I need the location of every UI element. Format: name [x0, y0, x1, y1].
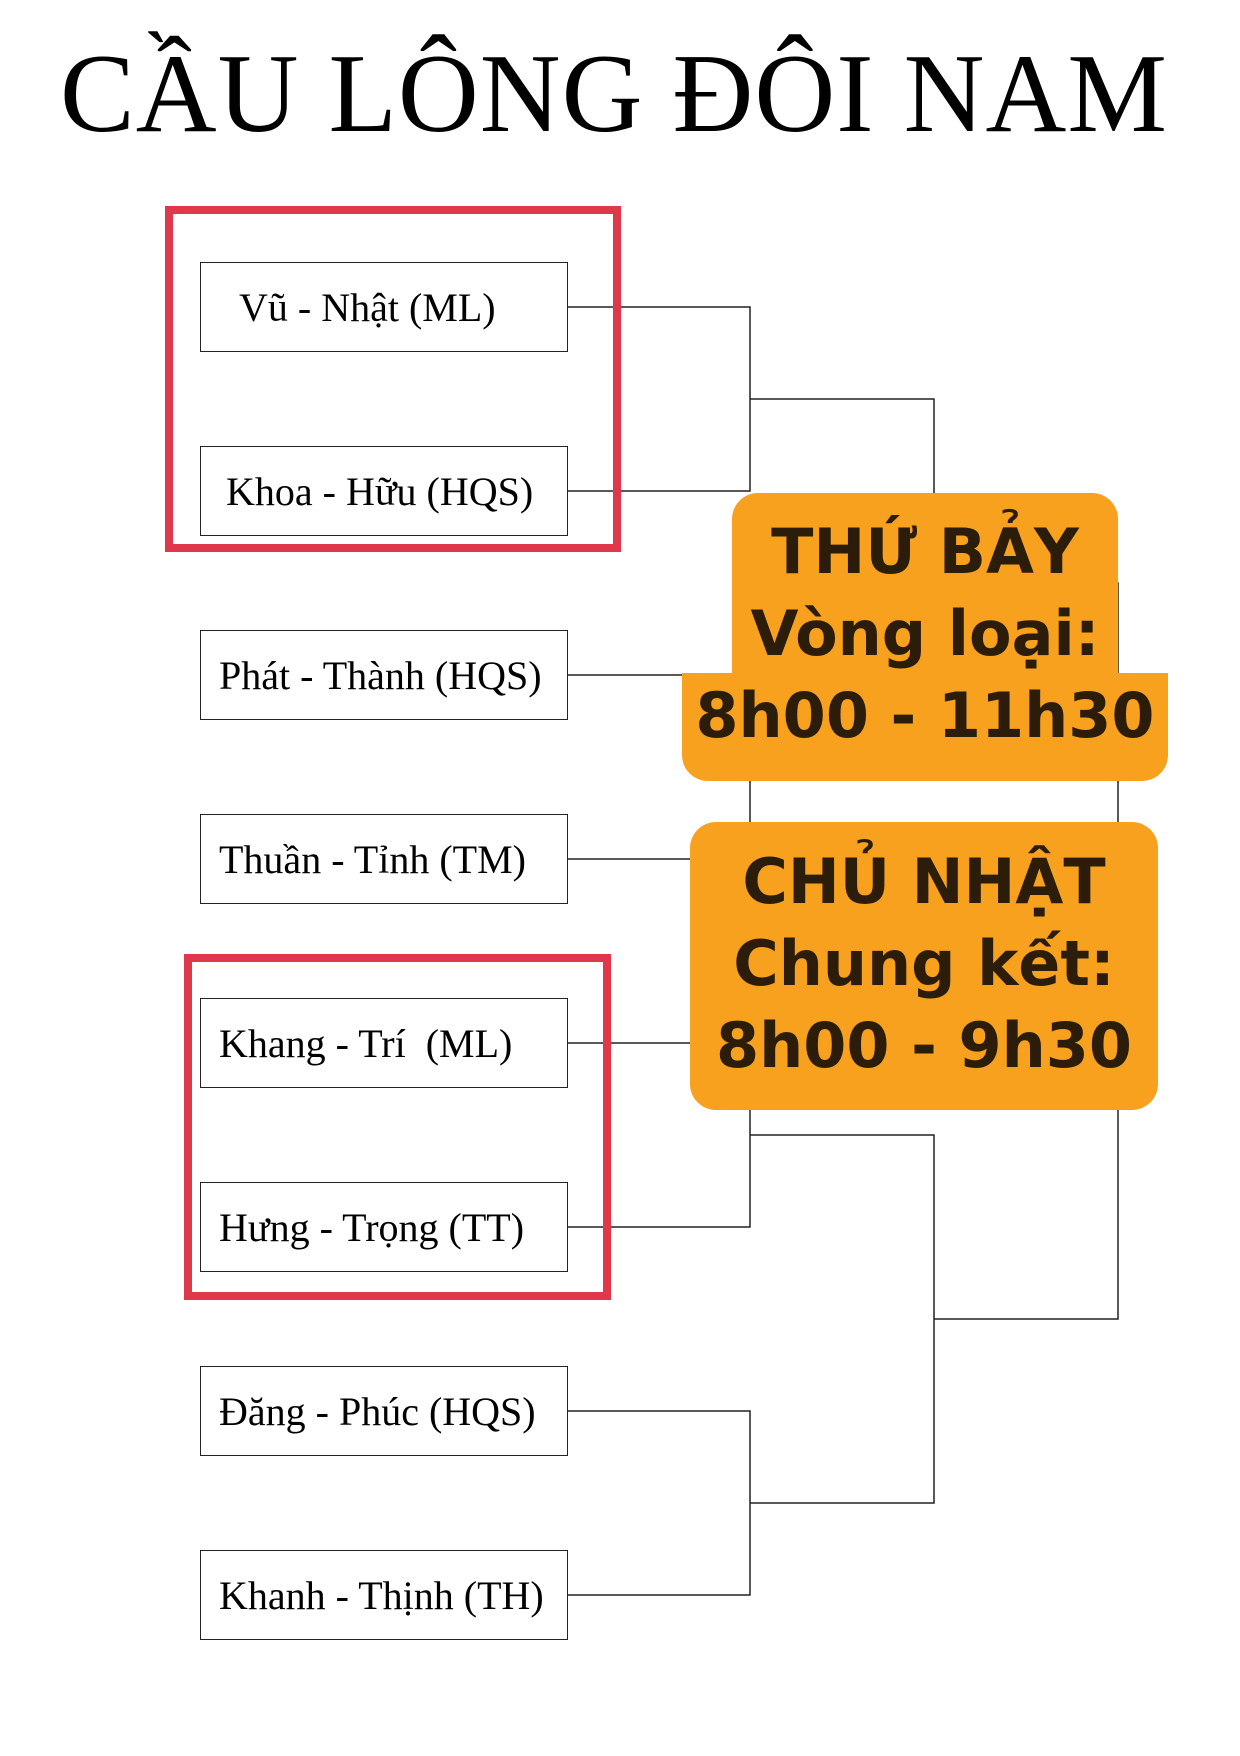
saturday-day: THỨ BẢY	[771, 515, 1079, 588]
team-slot-6: Hưng - Trọng (TT)	[200, 1182, 568, 1272]
saturday-callout: THỨ BẢY Vòng loại: 8h00 - 11h30	[682, 511, 1168, 757]
sunday-stage: Chung kết:	[733, 927, 1115, 1000]
team-name: Phát - Thành (HQS)	[219, 652, 542, 698]
team-name: Đăng - Phúc (HQS)	[219, 1388, 536, 1434]
highlight-box-bottom	[184, 954, 611, 1300]
saturday-callout-top	[732, 493, 1118, 673]
team-name: Vũ - Nhật (ML)	[239, 284, 496, 330]
sunday-time: 8h00 - 9h30	[715, 1009, 1133, 1082]
team-slot-1: Vũ - Nhật (ML)	[200, 262, 568, 352]
page-title: CẦU LÔNG ĐÔI NAM	[60, 32, 1168, 156]
sunday-callout: CHỦ NHẬT Chung kết: 8h00 - 9h30	[690, 822, 1158, 1110]
team-name: Khanh - Thịnh (TH)	[219, 1572, 544, 1618]
saturday-stage: Vòng loại:	[750, 597, 1100, 670]
highlight-box-top	[165, 206, 621, 552]
team-name: Khoa - Hữu (HQS)	[226, 468, 534, 514]
bracket-semifinal-2	[750, 1134, 935, 1504]
team-slot-8: Khanh - Thịnh (TH)	[200, 1550, 568, 1640]
team-name: Hưng - Trọng (TT)	[219, 1204, 525, 1250]
saturday-callout-bottom	[682, 673, 1168, 781]
team-slot-5: Khang - Trí (ML)	[200, 998, 568, 1088]
team-slot-2: Khoa - Hữu (HQS)	[200, 446, 568, 536]
team-slot-3: Phát - Thành (HQS)	[200, 630, 568, 720]
team-name: Khang - Trí (ML)	[219, 1020, 513, 1066]
team-slot-4: Thuần - Tỉnh (TM)	[200, 814, 568, 904]
saturday-time: 8h00 - 11h30	[695, 679, 1155, 752]
team-slot-7: Đăng - Phúc (HQS)	[200, 1366, 568, 1456]
team-name: Thuần - Tỉnh (TM)	[219, 836, 526, 882]
sunday-day: CHỦ NHẬT	[742, 845, 1106, 918]
bracket-match-4	[568, 1410, 751, 1596]
